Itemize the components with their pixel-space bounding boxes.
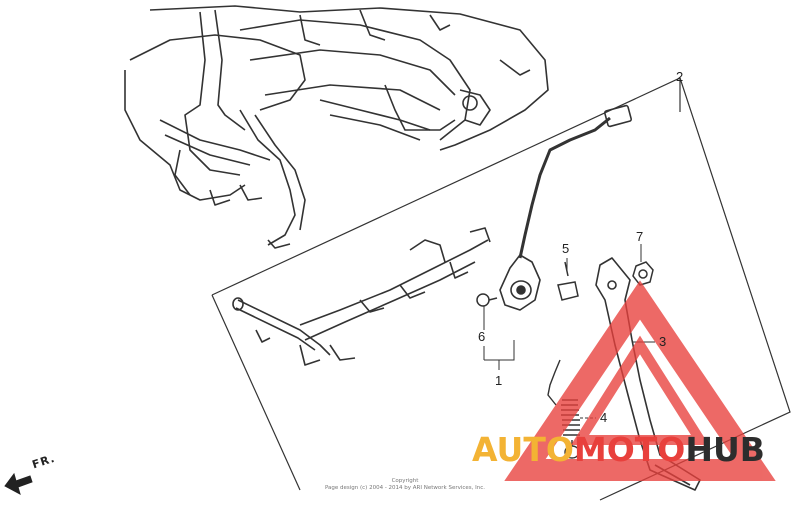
- callout-3: 3: [659, 334, 667, 349]
- bolt-part-6: [476, 293, 498, 307]
- callout-4: 4: [600, 410, 608, 425]
- callout-1: 1: [495, 373, 503, 388]
- brand-part-auto: AUTO: [472, 430, 574, 469]
- nut-part-7: [632, 261, 654, 286]
- callout-6: 6: [478, 329, 486, 344]
- front-direction-arrow-icon: [4, 472, 33, 495]
- brand-part-hub: HUB: [685, 430, 765, 469]
- bolt-part-5: [557, 261, 579, 301]
- copyright-line-1: Copyright: [391, 478, 419, 484]
- motorcycle-frame: [124, 5, 549, 249]
- callout-2: 2: [676, 69, 684, 84]
- stand-bracket: [232, 227, 491, 366]
- watermark-logo-mark: [504, 280, 776, 481]
- callout-5: 5: [562, 241, 570, 256]
- callout-7: 7: [636, 229, 644, 244]
- assembly-outline: [211, 77, 791, 501]
- copyright-line-2: Page design (c) 2004 - 2014 by ARI Netwo…: [324, 485, 486, 491]
- side-stand-switch: [499, 104, 633, 311]
- copyright-notice: Copyright Page design (c) 2004 - 2014 by…: [310, 478, 500, 492]
- brand-part-moto: MOTO: [573, 430, 686, 469]
- watermark-brand: AUTOMOTOHUB: [472, 430, 765, 469]
